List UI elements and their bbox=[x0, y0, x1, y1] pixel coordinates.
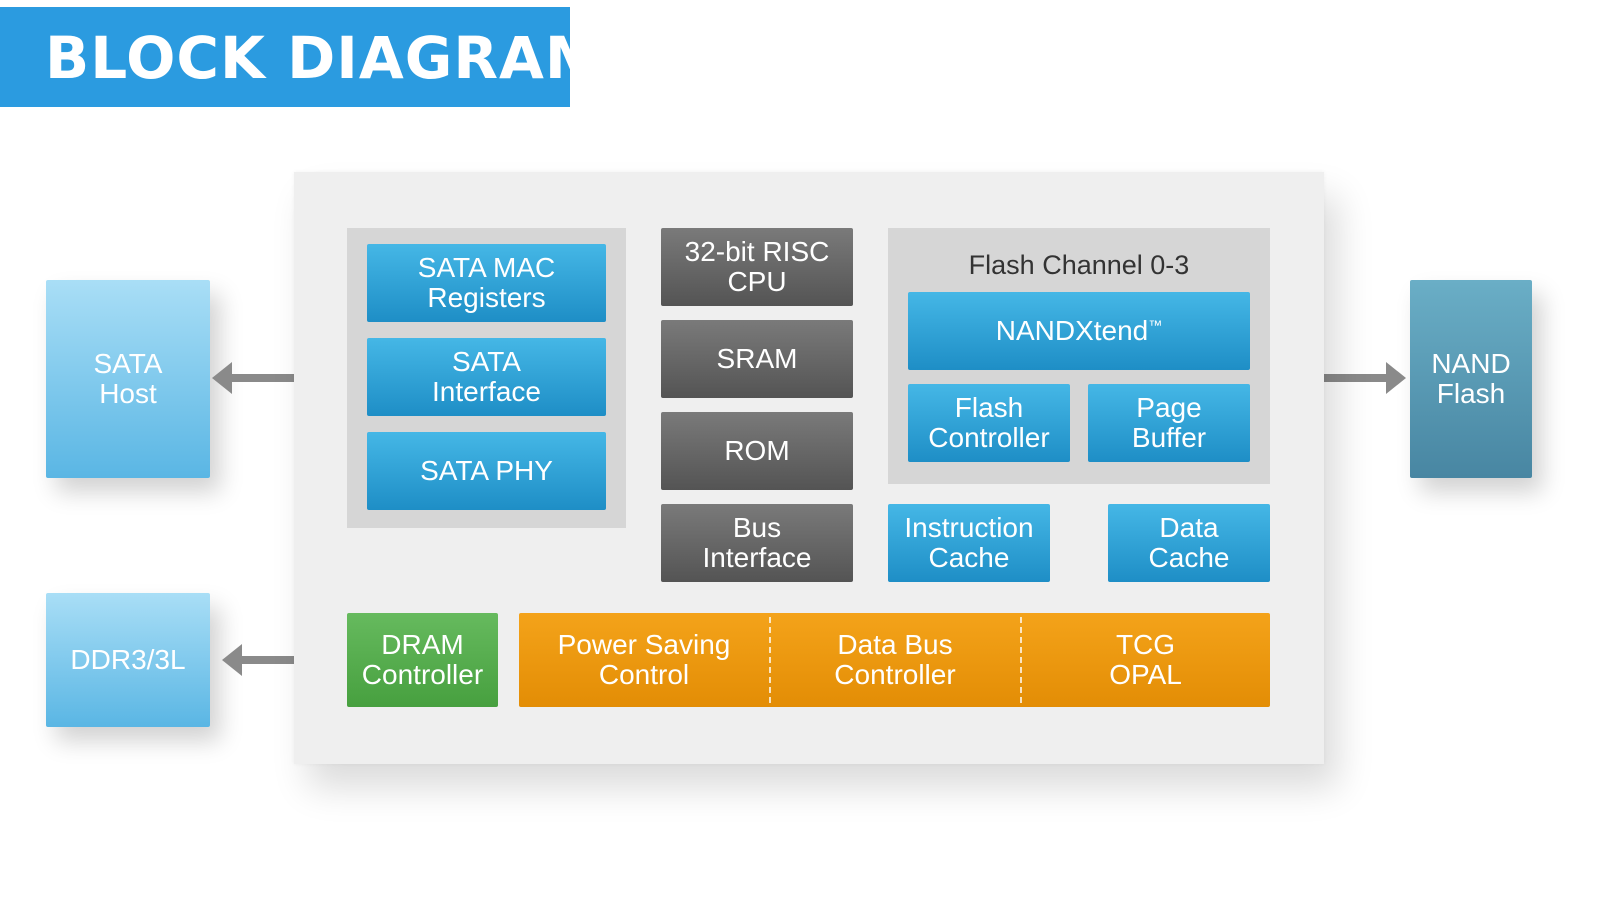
page-buffer-block: Page Buffer bbox=[1088, 384, 1250, 462]
bus-interface-block: Bus Interface bbox=[661, 504, 853, 582]
cpu-block: 32-bit RISC CPU bbox=[661, 228, 853, 306]
sata-host-block: SATA Host bbox=[46, 280, 210, 478]
sram-block: SRAM bbox=[661, 320, 853, 398]
security-power-bar: Power Saving Control Data Bus Controller… bbox=[519, 613, 1270, 707]
flash-channel-title: Flash Channel 0-3 bbox=[968, 250, 1190, 280]
dram-controller-block: DRAM Controller bbox=[347, 613, 498, 707]
nandxtend-label: NANDXtend bbox=[995, 315, 1149, 346]
title-banner: BLOCK DIAGRAM bbox=[0, 7, 603, 107]
rom-block: ROM bbox=[661, 412, 853, 490]
segment-divider bbox=[1020, 617, 1022, 703]
flash-controller-block: Flash Controller bbox=[908, 384, 1070, 462]
sata-phy-block: SATA PHY bbox=[367, 432, 606, 510]
tcg-opal-block: TCG OPAL bbox=[1109, 629, 1182, 690]
ddr-block: DDR3/3L bbox=[46, 593, 210, 727]
sata-interface-block: SATA Interface bbox=[367, 338, 606, 416]
segment-divider bbox=[769, 617, 771, 703]
instruction-cache-block: Instruction Cache bbox=[888, 504, 1050, 582]
sata-mac-registers-block: SATA MAC Registers bbox=[367, 244, 606, 322]
nand-flash-block: NAND Flash bbox=[1410, 280, 1532, 478]
data-bus-controller-block: Data Bus Controller bbox=[834, 629, 956, 690]
power-saving-control-block: Power Saving Control bbox=[557, 629, 731, 690]
data-cache-block: Data Cache bbox=[1108, 504, 1270, 582]
trademark-mark: ™ bbox=[1148, 317, 1163, 333]
page-title: BLOCK DIAGRAM bbox=[45, 24, 604, 92]
